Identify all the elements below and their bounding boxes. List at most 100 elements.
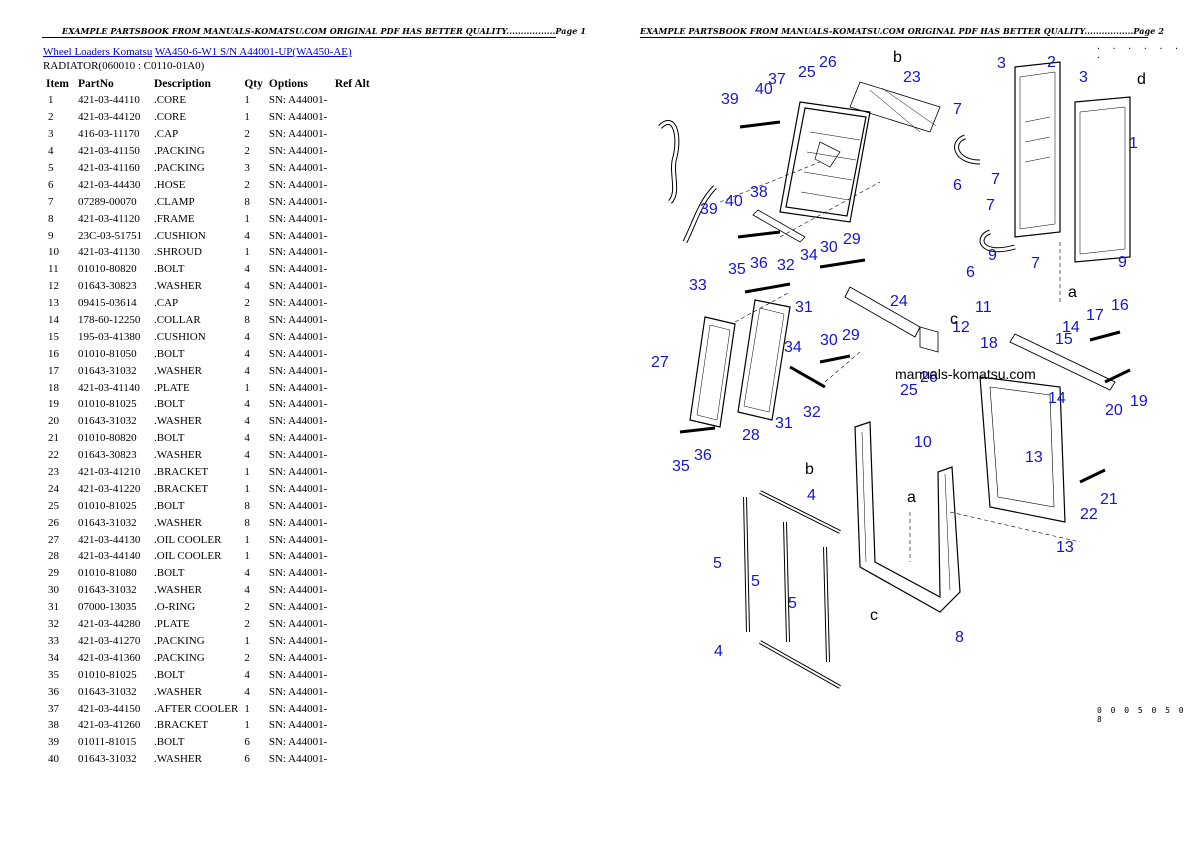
cell-qty: 4 xyxy=(244,347,250,360)
cell-ref-alt xyxy=(332,278,373,295)
cell-partno: 01011-81015 xyxy=(78,736,137,749)
callout-label: 40 xyxy=(755,81,773,98)
cell-partno: 07000-13035 xyxy=(78,601,137,614)
breadcrumb-link-wheel-loaders[interactable]: Wheel Loaders Komatsu xyxy=(43,46,153,58)
callout-label: 7 xyxy=(991,171,1000,188)
callout-label: 32 xyxy=(803,404,821,421)
cell-description: .OIL COOLER xyxy=(154,550,222,563)
callout-label: 13 xyxy=(1025,449,1043,466)
cell-options: SN: A44001- xyxy=(268,449,328,462)
cell-item: 24 xyxy=(48,482,59,495)
callout-label: 35 xyxy=(672,458,690,475)
cell-item: 36 xyxy=(48,685,59,698)
callout-label: 14 xyxy=(1048,390,1066,407)
cell-item: 19 xyxy=(48,398,59,411)
callout-label: 24 xyxy=(890,293,908,310)
cell-options: SN: A44001- xyxy=(268,415,328,428)
cell-qty: 8 xyxy=(244,314,250,327)
cell-description: .BOLT xyxy=(154,499,185,512)
reference-letter: b xyxy=(805,461,814,478)
cell-options: SN: A44001- xyxy=(268,398,328,411)
cell-item: 11 xyxy=(48,263,59,276)
cell-partno: 421-03-44430 xyxy=(78,178,141,191)
cell-item: 1 xyxy=(48,94,54,107)
cell-options: SN: A44001- xyxy=(268,533,328,546)
cell-partno: 421-03-44110 xyxy=(78,94,140,107)
cell-qty: 4 xyxy=(244,567,250,580)
callout-label: 12 xyxy=(952,319,970,336)
cell-ref-alt xyxy=(332,362,373,379)
callout-label: 18 xyxy=(980,335,998,352)
callout-label: 40 xyxy=(725,193,743,210)
cell-qty: 6 xyxy=(244,736,250,749)
cell-options: SN: A44001- xyxy=(268,584,328,597)
cell-partno: 01010-81025 xyxy=(78,499,137,512)
cell-description: .CORE xyxy=(154,111,187,124)
cell-ref-alt xyxy=(332,548,373,565)
callout-label: 29 xyxy=(842,327,860,344)
cell-item: 15 xyxy=(48,330,59,343)
figure-dots: . . . . . . . xyxy=(1096,42,1182,60)
callout-label: 20 xyxy=(1105,402,1123,419)
callout-label: 3 xyxy=(997,55,1006,72)
cell-ref-alt xyxy=(332,616,373,633)
cell-qty: 1 xyxy=(244,482,250,495)
cell-item: 7 xyxy=(48,195,54,208)
cell-partno: 421-03-41120 xyxy=(78,212,140,225)
cell-description: .WASHER xyxy=(154,685,202,698)
cell-partno: 421-03-44150 xyxy=(78,702,141,715)
cell-partno: 421-03-41220 xyxy=(78,482,141,495)
cell-partno: 421-03-41260 xyxy=(78,719,141,732)
cell-description: .CAP xyxy=(154,128,179,141)
cell-qty: 4 xyxy=(244,229,250,242)
callout-label: 39 xyxy=(700,201,718,218)
cell-partno: 195-03-41380 xyxy=(78,330,141,343)
cell-ref-alt xyxy=(332,160,373,177)
cell-options: SN: A44001- xyxy=(268,634,328,647)
callout-label: 37 xyxy=(768,71,786,88)
cell-qty: 1 xyxy=(244,94,250,107)
cell-partno: 01010-81050 xyxy=(78,347,137,360)
cell-ref-alt xyxy=(332,413,373,430)
callout-label: 5 xyxy=(788,595,797,612)
cell-description: .BOLT xyxy=(154,668,185,681)
callout-label: 5 xyxy=(751,573,760,590)
cell-item: 16 xyxy=(48,347,59,360)
cell-options: SN: A44001- xyxy=(268,668,328,681)
cell-partno: 07289-00070 xyxy=(78,195,137,208)
callout-label: 38 xyxy=(750,184,768,201)
callout-label: 5 xyxy=(713,555,722,572)
callout-label: 31 xyxy=(795,299,813,316)
callout-label: 11 xyxy=(975,299,992,316)
cell-description: .PACKING xyxy=(154,634,205,647)
cell-partno: 421-03-41270 xyxy=(78,634,141,647)
callout-label: 7 xyxy=(1031,255,1040,272)
cell-description: .BRACKET xyxy=(154,482,209,495)
cell-description: .BOLT xyxy=(154,398,185,411)
cell-qty: 4 xyxy=(244,584,250,597)
cell-description: .BOLT xyxy=(154,432,185,445)
callout-label: 23 xyxy=(903,69,921,86)
cell-qty: 1 xyxy=(244,466,250,479)
cell-qty: 1 xyxy=(244,533,250,546)
page2-header: EXAMPLE PARTSBOOK FROM MANUALS-KOMATSU.C… xyxy=(640,26,1164,36)
cell-partno: 23C-03-51751 xyxy=(78,229,143,242)
breadcrumb-link-model[interactable]: WA450-6-W1 S/N A44001-UP(WA450-AE) xyxy=(154,46,352,58)
callout-label: 9 xyxy=(1118,254,1127,271)
reference-letter: a xyxy=(1068,284,1077,301)
cell-ref-alt xyxy=(332,531,373,548)
cell-item: 8 xyxy=(48,212,54,225)
cell-ref-alt xyxy=(332,582,373,599)
cell-partno: 01010-80820 xyxy=(78,263,137,276)
